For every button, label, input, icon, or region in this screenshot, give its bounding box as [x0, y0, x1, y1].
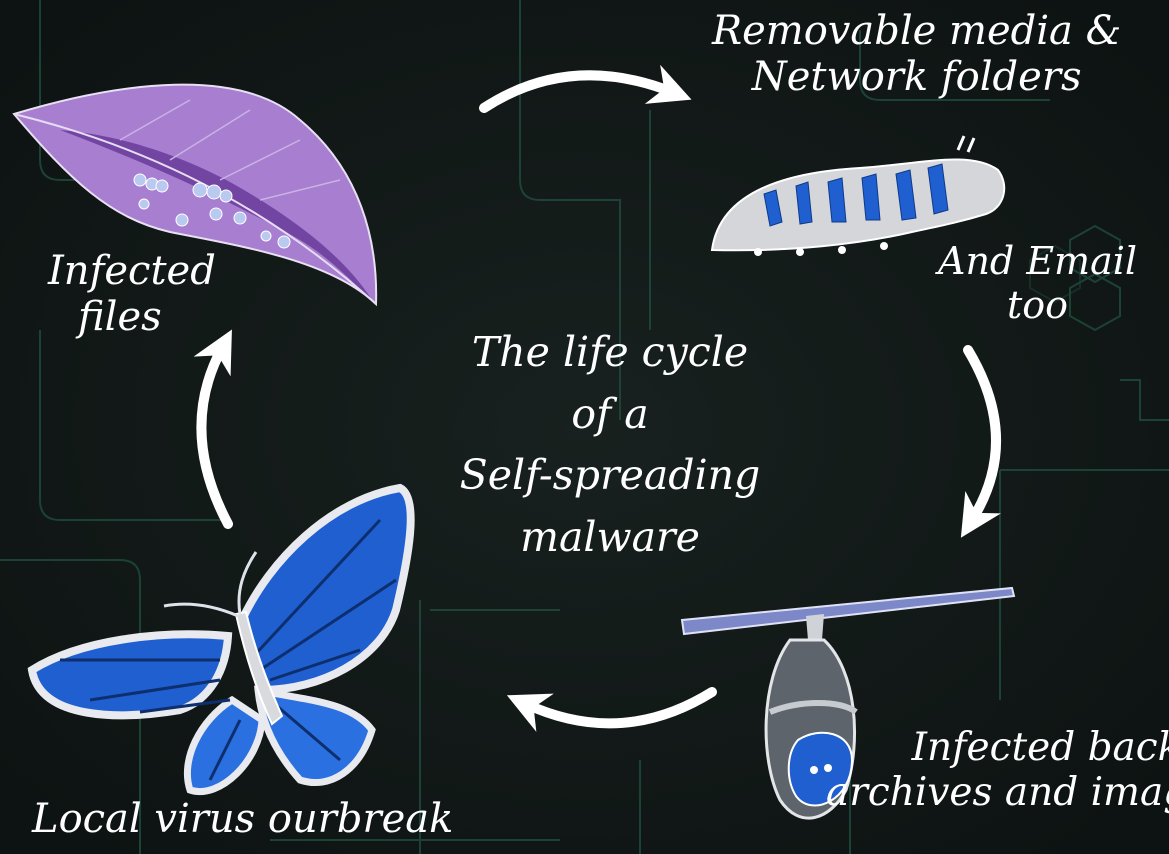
title-line: malware	[400, 507, 820, 569]
stage-label-line: archives and images	[826, 771, 1169, 816]
stage-label-outbreak: Local virus ourbreak	[32, 796, 453, 842]
stage-label-line: Removable media &	[712, 8, 1121, 54]
stage-label-line: Infected	[48, 248, 216, 294]
title-line: Self-spreading	[400, 445, 820, 507]
stage-label-email: And Email too	[938, 240, 1137, 327]
diagram-title: The life cycle of a Self-spreading malwa…	[400, 322, 820, 568]
stage-label-line: And Email	[938, 240, 1137, 284]
stage-label-backup: Infected backup archives and images	[826, 726, 1169, 816]
stage-label-line: too	[938, 284, 1137, 328]
stage-label-removable-media: Removable media & Network folders	[712, 8, 1121, 100]
stage-label-line: Network folders	[712, 54, 1121, 100]
stage-label-line: files	[48, 294, 216, 340]
stage-label-infected-files: Infected files	[48, 248, 216, 340]
stage-label-line: Infected backup	[826, 726, 1169, 771]
title-line: of a	[400, 384, 820, 446]
title-line: The life cycle	[400, 322, 820, 384]
stage-label-line: Local virus ourbreak	[32, 796, 453, 842]
